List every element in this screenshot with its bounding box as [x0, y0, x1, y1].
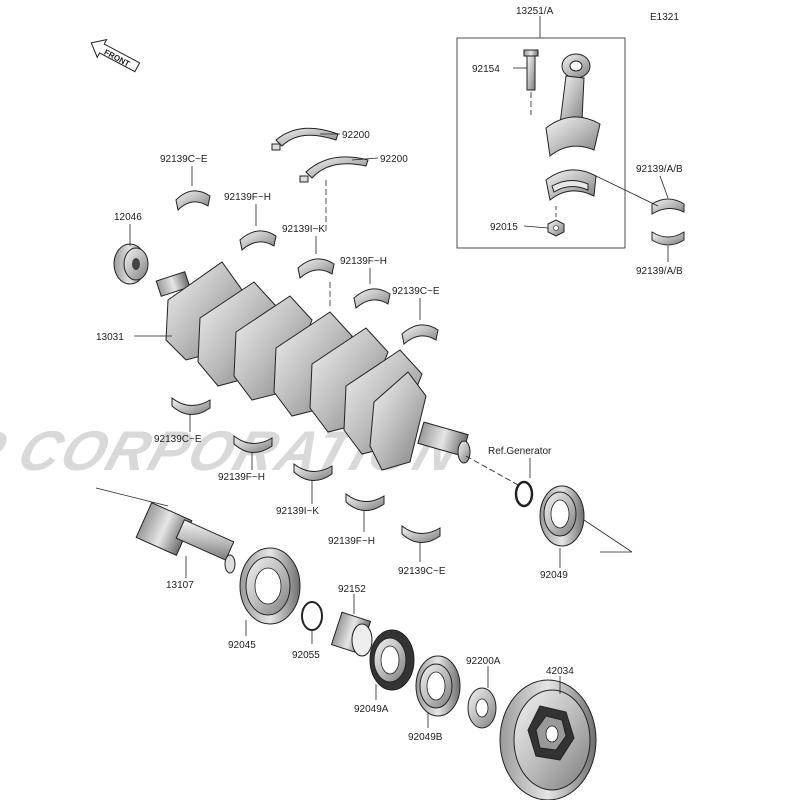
label-ref-generator: Ref.Generator — [488, 446, 552, 457]
thrust-washer-2[interactable] — [299, 156, 369, 183]
oil-seal-b[interactable] — [415, 655, 461, 717]
conrod-cap[interactable] — [545, 169, 597, 201]
label-seal-a: 92049A — [354, 704, 389, 715]
label-seal-right: 92049 — [540, 570, 568, 581]
label-upper-fh-1: 92139F~H — [224, 192, 271, 203]
label-lower-ce-2: 92139C~E — [398, 566, 446, 577]
crankshaft[interactable] — [155, 261, 471, 471]
label-bearing: 92045 — [228, 640, 256, 651]
label-conrod-bearing-2: 92139/A/B — [636, 266, 683, 277]
label-upper-ce-1: 92139C~E — [160, 154, 208, 165]
label-washer: 92200A — [466, 656, 501, 667]
conrod-nut[interactable] — [547, 219, 565, 237]
label-ring: 92055 — [292, 650, 320, 661]
label-thrust-2: 92200 — [380, 154, 408, 165]
label-upper-ce-2: 92139C~E — [392, 286, 440, 297]
conrod-group-box — [456, 37, 626, 249]
label-seal-b: 92049B — [408, 732, 443, 743]
label-lower-ik-1: 92139I~K — [276, 506, 319, 517]
label-lower-fh-2: 92139F~H — [328, 536, 375, 547]
diagram-id: E1321 — [650, 12, 679, 23]
label-conrod-bearing-1: 92139/A/B — [636, 164, 683, 175]
connecting-rod[interactable] — [545, 53, 601, 157]
oil-seal-a[interactable] — [369, 629, 415, 691]
conrod-bolt[interactable] — [523, 49, 539, 91]
label-crankshaft: 13031 — [96, 332, 124, 343]
main-bearing-lower-ce-1[interactable] — [171, 396, 211, 415]
label-lower-fh-1: 92139F~H — [218, 472, 265, 483]
main-bearing-upper-fh-2[interactable] — [353, 288, 391, 309]
crank-gear[interactable] — [113, 243, 149, 285]
main-bearing-upper-fh-1[interactable] — [239, 230, 277, 251]
label-upper-ik-1: 92139I~K — [282, 224, 325, 235]
coupling-hub[interactable] — [499, 679, 597, 800]
main-bearing-upper-ce-2[interactable] — [401, 324, 439, 345]
label-bolt: 92154 — [472, 64, 500, 75]
main-bearing-lower-ik-1[interactable] — [293, 462, 333, 481]
conrod-bearing-upper[interactable] — [651, 198, 685, 215]
label-thrust-1: 92200 — [342, 130, 370, 141]
conrod-bearing-lower[interactable] — [651, 231, 685, 246]
label-conrod: 13251/A — [516, 6, 554, 17]
main-bearing-lower-ce-2[interactable] — [401, 524, 441, 543]
ball-bearing[interactable] — [239, 547, 301, 625]
main-bearing-upper-ik-1[interactable] — [297, 258, 335, 279]
snap-ring[interactable] — [301, 601, 323, 631]
washer[interactable] — [467, 687, 497, 729]
label-shaft: 13107 — [166, 580, 194, 591]
main-bearing-upper-ce-1[interactable] — [175, 190, 211, 212]
main-bearing-lower-fh-2[interactable] — [345, 492, 385, 511]
main-bearing-lower-fh-1[interactable] — [233, 434, 273, 453]
label-lower-ce-1: 92139C~E — [154, 434, 202, 445]
label-nut: 92015 — [490, 222, 518, 233]
oil-seal-right[interactable] — [539, 485, 585, 547]
balancer-shaft[interactable] — [135, 502, 236, 574]
collar[interactable] — [330, 611, 373, 657]
front-arrow-icon: FRONT — [90, 38, 141, 73]
label-gear: 12046 — [114, 212, 142, 223]
label-collar: 92152 — [338, 584, 366, 595]
label-coupling: 42034 — [546, 666, 574, 677]
label-upper-fh-2: 92139F~H — [340, 256, 387, 267]
generator-o-ring[interactable] — [514, 480, 534, 508]
thrust-washer-1[interactable] — [271, 127, 339, 151]
